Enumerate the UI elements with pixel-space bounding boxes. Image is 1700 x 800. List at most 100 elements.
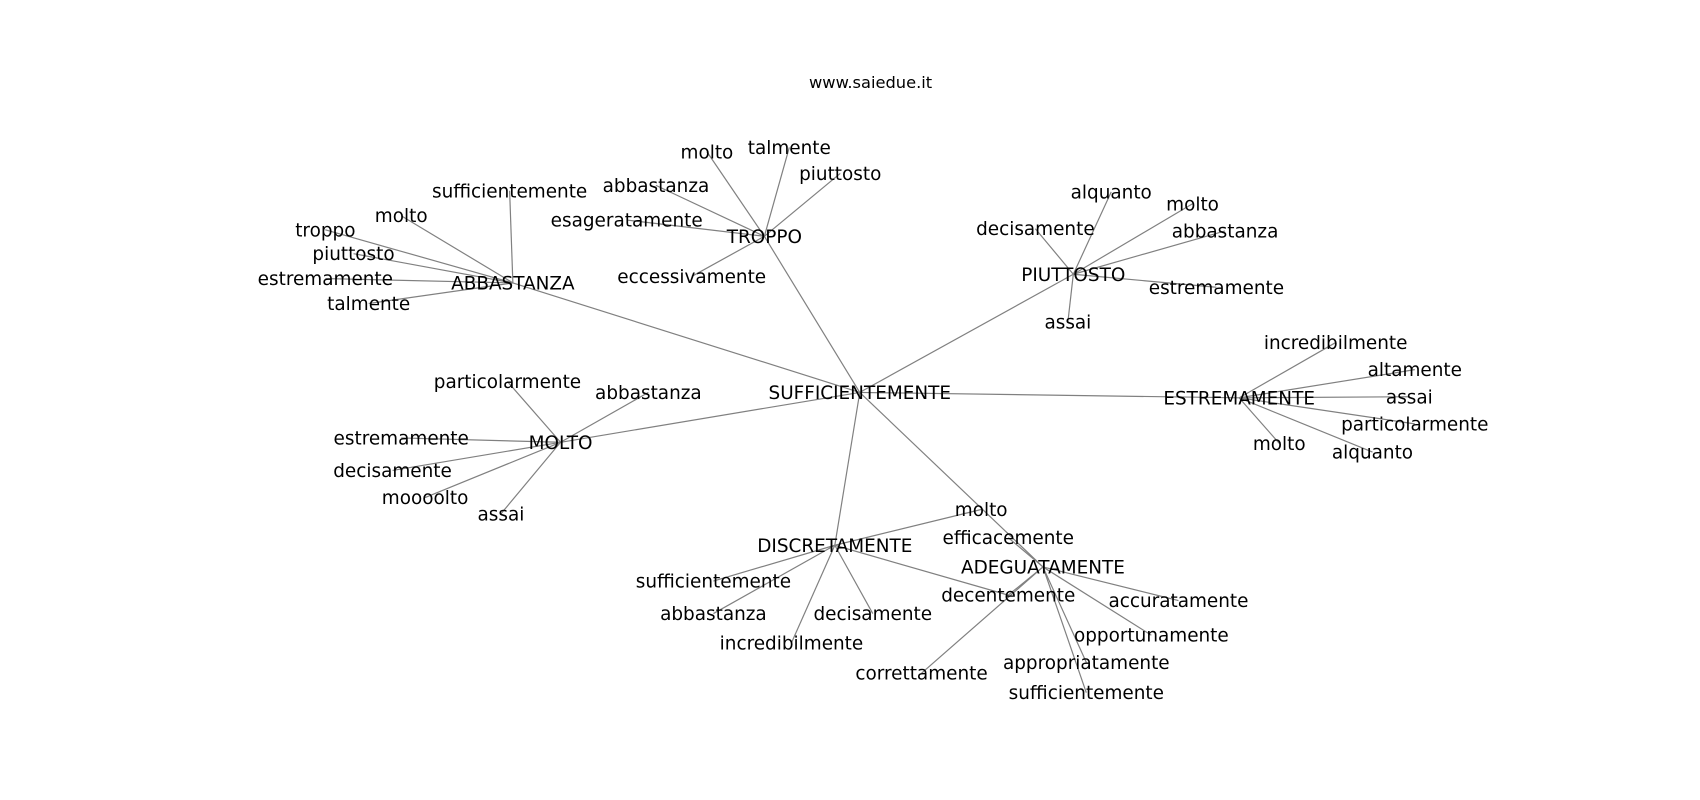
edges-layer xyxy=(325,147,1415,693)
node-incredibilmente: incredibilmente xyxy=(720,633,864,654)
edge-abbastanza-molto xyxy=(400,215,514,284)
edge-adeguatamente-efficacemente xyxy=(1007,537,1044,568)
node-appropriatamente: appropriatamente xyxy=(1003,653,1170,674)
node-molto: molto xyxy=(375,206,428,227)
node-abbastanza: abbastanza xyxy=(1172,221,1279,242)
node-sufficientemente: SUFFICIENTEMENTE xyxy=(769,383,951,404)
edge-troppo-molto xyxy=(706,151,765,237)
edge-adeguatamente-accuratamente xyxy=(1042,566,1179,602)
edge-adeguatamente-sufficientemente xyxy=(1042,566,1087,693)
node-sufficientemente: sufficientemente xyxy=(432,181,587,202)
node-assai: assai xyxy=(1044,312,1091,333)
node-efficacemente: efficacemente xyxy=(943,528,1074,549)
edge-molto-assai xyxy=(500,441,562,515)
edge-troppo-esageratamente xyxy=(626,219,765,237)
node-molto: molto xyxy=(1166,194,1219,215)
node-sufficientemente: sufficientemente xyxy=(636,572,791,593)
edge-piuttosto-decisamente xyxy=(1034,228,1074,275)
edge-discretamente-molto xyxy=(834,508,982,546)
edge-piuttosto-estremamente xyxy=(1073,273,1217,288)
node-abbastanza: abbastanza xyxy=(660,604,767,625)
edge-abbastanza-piuttosto xyxy=(353,253,513,284)
node-talmente: talmente xyxy=(748,138,831,159)
edge-troppo-piuttosto xyxy=(763,172,841,237)
node-talmente: talmente xyxy=(327,294,410,315)
node-incredibilmente: incredibilmente xyxy=(1264,333,1408,354)
node-correttamente: correttamente xyxy=(855,664,987,685)
node-alquanto: alquanto xyxy=(1071,182,1152,203)
edge-abbastanza-sufficientemente xyxy=(509,190,514,283)
node-piuttosto: piuttosto xyxy=(799,164,881,185)
edge-discretamente-sufficientemente xyxy=(713,544,835,582)
node-decisamente: decisamente xyxy=(813,604,932,625)
node-molto: MOLTO xyxy=(529,433,593,454)
edge-sufficientemente-troppo xyxy=(763,236,861,393)
edge-molto-particolarmente xyxy=(507,381,562,443)
node-abbastanza: ABBASTANZA xyxy=(451,273,575,294)
edge-sufficientemente-adeguatamente xyxy=(859,391,1044,568)
edge-sufficientemente-piuttosto xyxy=(859,273,1074,393)
node-particolarmente: particolarmente xyxy=(434,372,581,393)
node-molto: molto xyxy=(681,142,734,163)
edge-adeguatamente-opportunamente xyxy=(1042,566,1152,636)
node-discretamente: DISCRETAMENTE xyxy=(757,536,912,557)
edge-sufficientemente-abbastanza xyxy=(512,282,860,393)
node-opportunamente: opportunamente xyxy=(1074,626,1229,647)
edge-molto-abbastanza xyxy=(560,391,649,443)
edge-discretamente-incredibilmente xyxy=(790,545,836,644)
edge-abbastanza-troppo xyxy=(325,229,514,284)
edge-sufficientemente-molto xyxy=(560,391,860,443)
edge-troppo-abbastanza xyxy=(655,184,765,237)
edge-piuttosto-abbastanza xyxy=(1073,230,1226,275)
node-estremamente: estremamente xyxy=(258,269,393,290)
edge-discretamente-decisamente xyxy=(834,544,874,614)
node-sufficientemente: sufficientemente xyxy=(1009,683,1164,704)
edge-estremamente-alquanto xyxy=(1238,397,1373,453)
edge-adeguatamente-appropriatamente xyxy=(1042,566,1087,663)
edge-molto-estremamente xyxy=(401,437,561,443)
node-piuttosto: PIUTTOSTO xyxy=(1021,265,1125,286)
node-particolarmente: particolarmente xyxy=(1341,414,1488,435)
edge-abbastanza-estremamente xyxy=(325,277,513,284)
node-eccessivamente: eccessivamente xyxy=(617,267,766,288)
edge-piuttosto-alquanto xyxy=(1072,191,1112,275)
node-esageratamente: esageratamente xyxy=(551,211,703,232)
labels-layer: SUFFICIENTEMENTE ABBASTANZA sufficientemen… xyxy=(258,138,1489,704)
node-accuratamente: accuratamente xyxy=(1108,591,1248,612)
node-molto: molto xyxy=(955,500,1008,521)
node-abbastanza: abbastanza xyxy=(595,383,702,404)
edge-discretamente-abbastanza xyxy=(713,544,836,615)
node-decisamente: decisamente xyxy=(976,219,1095,240)
site-title: www.saiedue.it xyxy=(809,73,932,92)
edge-troppo-talmente xyxy=(763,147,790,237)
edge-molto-moooolto xyxy=(424,441,561,499)
edge-sufficientemente-discretamente xyxy=(834,392,861,546)
edge-adeguatamente-correttamente xyxy=(921,566,1044,674)
edge-estremamente-altamente xyxy=(1239,369,1415,399)
edge-sufficientemente-estremamente xyxy=(859,391,1240,399)
node-piuttosto: piuttosto xyxy=(312,244,394,265)
edge-estremamente-molto xyxy=(1238,397,1280,444)
node-troppo: troppo xyxy=(295,220,355,241)
edge-molto-decisamente xyxy=(392,441,561,472)
edge-discretamente-decentemente xyxy=(834,544,1009,596)
edge-abbastanza-talmente xyxy=(368,282,513,305)
edge-estremamente-particolarmente xyxy=(1239,397,1415,425)
edge-piuttosto-molto xyxy=(1073,203,1193,275)
edge-estremamente-incredibilmente xyxy=(1238,342,1336,399)
node-estremamente: estremamente xyxy=(334,428,469,449)
node-decisamente: decisamente xyxy=(333,461,452,482)
edge-estremamente-assai xyxy=(1239,396,1410,399)
node-estremamente: ESTREMAMENTE xyxy=(1163,388,1315,409)
edge-piuttosto-assai xyxy=(1067,274,1074,323)
node-assai: assai xyxy=(478,504,525,525)
edge-troppo-eccessivamente xyxy=(691,235,765,277)
node-estremamente: estremamente xyxy=(1149,278,1284,299)
node-altamente: altamente xyxy=(1368,360,1462,381)
node-adeguatamente: ADEGUATAMENTE xyxy=(961,557,1125,578)
node-assai: assai xyxy=(1386,387,1433,408)
node-moooolto: moooolto xyxy=(382,488,469,509)
node-troppo: TROPPO xyxy=(726,227,802,248)
node-molto: molto xyxy=(1253,434,1306,455)
